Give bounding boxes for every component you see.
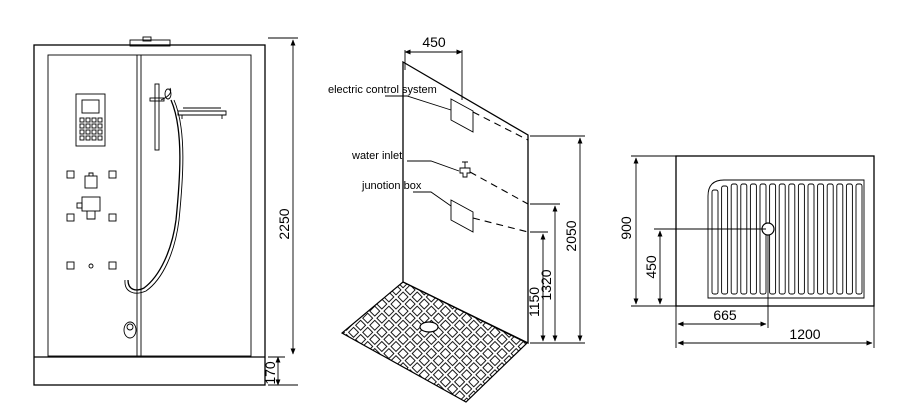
shower-head-icon [149,83,172,151]
base-dim-label: 170 [262,361,278,385]
height-2050-label: 2050 [563,220,579,251]
junction-box-label: junotion box [361,180,422,192]
control-panel-icon [75,93,106,147]
tray-rib [759,183,767,295]
height-1150-label: 1150 [526,287,542,317]
width-450-dimension: 450 [404,34,463,100]
junction-box-icon [450,199,529,233]
tray-ribs [707,179,865,299]
width-450-label: 450 [422,34,446,50]
tray-rib [817,183,825,295]
height-dim-label: 2250 [276,208,292,239]
door-handle-icon [123,321,137,339]
width-1200-dimension: 1200 [677,306,875,348]
drain-y-label: 450 [643,255,659,279]
depth-900-label: 900 [618,216,634,240]
cabin-top-cap [129,39,171,47]
tray-outline [675,155,875,307]
front-view: 2250 170 [33,36,298,386]
drain-y-dimension: 450 [643,228,766,305]
tray-rib [807,183,815,295]
tray-rib [711,189,719,295]
shower-tray-floor [340,281,529,403]
side-view: 450 electric control system water inlet … [328,34,585,403]
shelf-icon [177,107,227,119]
drain-icon [419,321,439,333]
height-1150-dimension: 1150 [526,231,548,342]
mixer-tap-icon [76,172,101,220]
massage-jets-icon [66,170,117,270]
tray-rib [836,183,844,295]
cabin-outer-frame [33,44,266,386]
drain-x-label: 665 [713,307,737,323]
base-dimension: 170 [262,356,285,386]
water-inlet-icon [459,161,529,205]
shower-hose-icon [124,99,184,294]
tray-rib [826,183,834,295]
drain-x-dimension: 665 [675,235,769,348]
tray-rib [730,183,738,295]
tray-rib [845,183,853,295]
tray-rib [769,183,777,295]
tray-rib [797,183,805,295]
tray-rib [778,183,786,295]
control-box-icon [450,98,529,141]
tray-rib [749,183,757,295]
tray-rib [788,183,796,295]
cabin-inner-frame [47,54,252,357]
height-2050-dimension: 2050 [530,135,585,344]
top-view: 900 450 665 1200 [618,155,875,348]
tray-rib [721,185,729,295]
height-dimension: 2250 [268,37,298,386]
water-inlet-label: water inlet [351,150,402,162]
width-1200-label: 1200 [789,326,820,342]
wall-panel [402,60,529,345]
control-system-label: electric control system [328,84,437,96]
height-1320-dimension: 1320 [530,203,560,342]
tray-rib [740,183,748,295]
depth-900-dimension: 900 [618,155,676,307]
tray-rib [855,183,863,295]
